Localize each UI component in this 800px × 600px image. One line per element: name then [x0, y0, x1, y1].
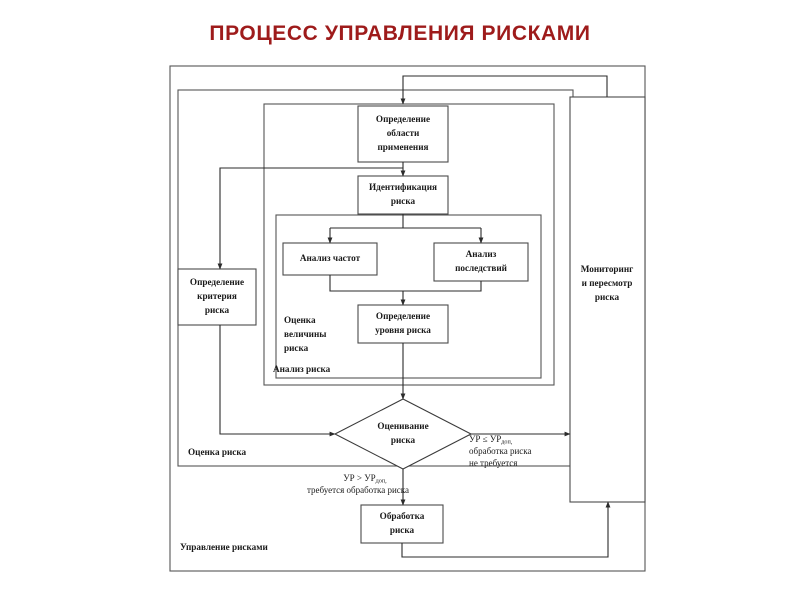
svg-text:Обработка: Обработка: [380, 511, 425, 521]
group-label-risk-analysis: Анализ риска: [273, 364, 331, 374]
svg-text:области: области: [387, 128, 420, 138]
svg-text:риска: риска: [595, 292, 620, 302]
svg-text:критерия: критерия: [197, 291, 237, 301]
group-label-risk-assessment: Оценка риска: [188, 447, 246, 457]
node-level-label: Определение уровня риска: [375, 311, 431, 335]
node-identify-label: Идентификация риска: [369, 182, 437, 206]
edge-monitor-to-scope: [400, 75, 608, 105]
edge-criteria-to-evaluate: [219, 325, 336, 437]
svg-text:риска: риска: [205, 305, 230, 315]
svg-text:Мониторинг: Мониторинг: [581, 264, 634, 274]
group-label-risk-management: Управление рисками: [180, 542, 269, 552]
svg-text:применения: применения: [378, 142, 429, 152]
svg-text:Анализ: Анализ: [466, 249, 497, 259]
svg-text:последствий: последствий: [455, 263, 508, 273]
edge-scope-to-criteria: [217, 167, 403, 270]
node-treat-box[interactable]: [360, 504, 444, 544]
svg-text:риска: риска: [391, 435, 416, 445]
edge-freq-to-merge: [329, 275, 482, 292]
svg-text:Определение: Определение: [376, 114, 430, 124]
svg-text:Определение: Определение: [376, 311, 430, 321]
svg-text:риска: риска: [391, 196, 416, 206]
group-label-risk-magnitude-line2: величины: [284, 329, 326, 339]
svg-text:обработка риска: обработка риска: [469, 446, 532, 456]
svg-text:Анализ частот: Анализ частот: [300, 253, 361, 263]
svg-text:не требуется: не требуется: [469, 458, 517, 468]
edge-treat-to-monitor: [401, 501, 611, 558]
node-evaluate-diamond[interactable]: [333, 398, 473, 470]
node-criteria-box[interactable]: [177, 268, 257, 326]
svg-text:Оценивание: Оценивание: [377, 421, 428, 431]
node-level-box[interactable]: [357, 304, 449, 344]
svg-text:Определение: Определение: [190, 277, 244, 287]
node-evaluate-label: Оценивание риска: [377, 421, 428, 445]
node-freq-label: Анализ частот: [300, 253, 361, 263]
node-scope-label: Определение области применения: [376, 114, 430, 152]
node-monitor-label: Мониторинг и пересмотр риска: [581, 264, 634, 302]
frame-risk-magnitude: [275, 214, 542, 379]
edge-identify-split: [330, 214, 481, 229]
frame-risk-analysis: [263, 103, 555, 386]
page-title: ПРОЦЕСС УПРАВЛЕНИЯ РИСКАМИ: [209, 22, 591, 45]
node-criteria-label: Определение критерия риска: [190, 277, 244, 315]
svg-text:УР > УРдоп,: УР > УРдоп,: [343, 473, 387, 485]
edge-label-no-treatment: УР ≤ УРдоп, обработка риска не требуется: [469, 434, 532, 468]
group-label-risk-magnitude-line3: риска: [284, 343, 309, 353]
svg-text:и пересмотр: и пересмотр: [582, 278, 633, 288]
edge-label-treatment-required: УР > УРдоп, требуется обработка риска: [307, 473, 409, 495]
group-label-risk-magnitude-line1: Оценка: [284, 315, 316, 325]
svg-text:требуется обработка риска: требуется обработка риска: [307, 485, 409, 495]
node-conseq-label: Анализ последствий: [455, 249, 508, 273]
node-treat-label: Обработка риска: [380, 511, 425, 535]
svg-text:уровня риска: уровня риска: [375, 325, 431, 335]
svg-text:Идентификация: Идентификация: [369, 182, 437, 192]
node-monitor-box[interactable]: [569, 96, 646, 503]
svg-text:УР ≤ УРдоп,: УР ≤ УРдоп,: [469, 434, 513, 446]
svg-text:риска: риска: [390, 525, 415, 535]
